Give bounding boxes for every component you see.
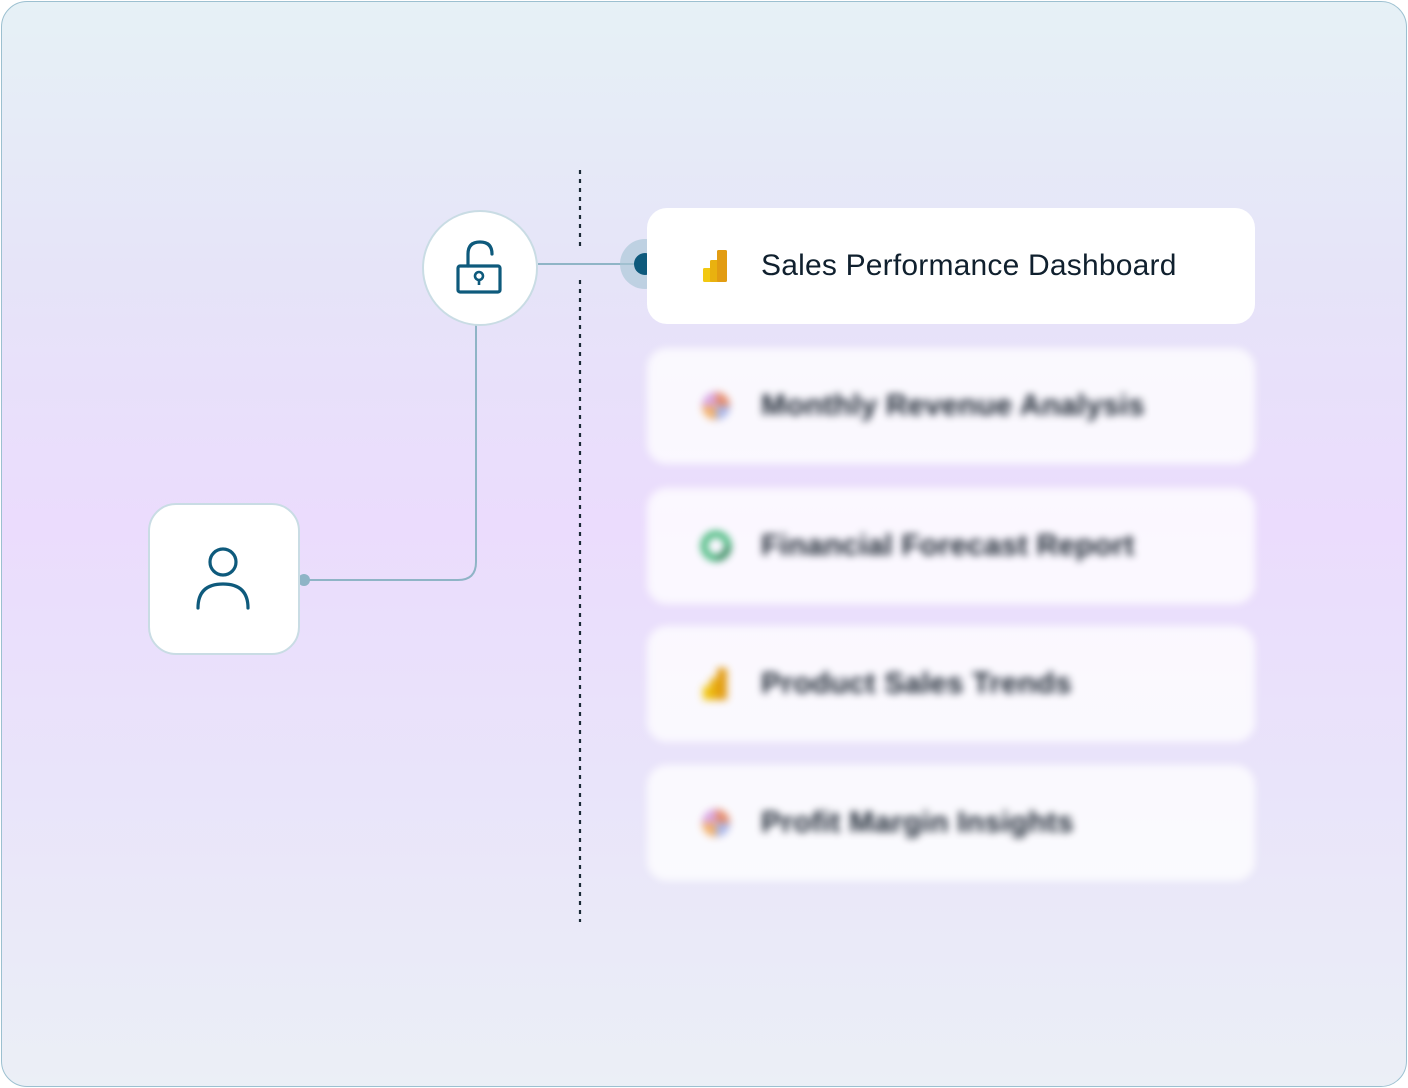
report-label: Financial Forecast Report bbox=[761, 529, 1135, 562]
report-label: Profit Margin Insights bbox=[761, 806, 1074, 839]
access-node[interactable] bbox=[422, 210, 538, 326]
report-label: Sales Performance Dashboard bbox=[761, 249, 1177, 282]
report-label: Product Sales Trends bbox=[761, 667, 1072, 700]
report-card-product-sales[interactable]: Product Sales Trends bbox=[647, 626, 1255, 742]
power-bi-icon bbox=[703, 668, 727, 700]
report-card-financial-forecast[interactable]: Financial Forecast Report bbox=[647, 488, 1255, 604]
ring-icon bbox=[701, 531, 731, 561]
report-card-sales-performance[interactable]: Sales Performance Dashboard bbox=[647, 208, 1255, 324]
report-label: Monthly Revenue Analysis bbox=[761, 389, 1145, 422]
report-card-profit-margin[interactable]: Profit Margin Insights bbox=[647, 765, 1255, 881]
user-to-lock-connector bbox=[304, 324, 477, 581]
unlock-icon bbox=[456, 240, 502, 294]
pinwheel-icon bbox=[702, 809, 730, 837]
pinwheel-icon bbox=[702, 392, 730, 420]
power-bi-icon bbox=[703, 250, 727, 282]
user-node[interactable] bbox=[148, 503, 300, 655]
report-card-monthly-revenue[interactable]: Monthly Revenue Analysis bbox=[647, 348, 1255, 464]
user-icon bbox=[196, 547, 250, 610]
